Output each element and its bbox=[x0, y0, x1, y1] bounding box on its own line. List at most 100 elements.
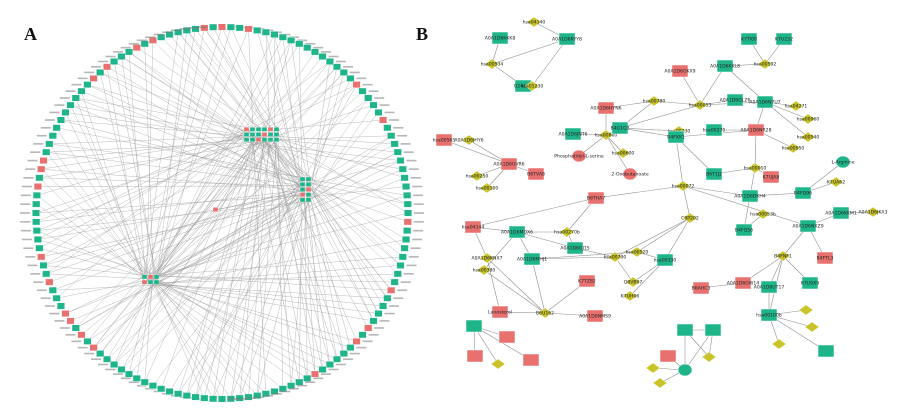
ring-node bbox=[403, 200, 424, 208]
network-edge bbox=[37, 193, 308, 240]
ring-node bbox=[33, 278, 54, 286]
network-edge bbox=[52, 194, 313, 291]
network-edge bbox=[49, 136, 247, 145]
ring-node bbox=[136, 382, 157, 390]
ring-node bbox=[396, 157, 417, 164]
node-label: hsa04144 bbox=[462, 225, 485, 231]
network-edge bbox=[299, 179, 401, 266]
ring-node-label-mark bbox=[321, 51, 331, 53]
ring-node-label-mark bbox=[21, 185, 32, 188]
network-edge bbox=[36, 230, 148, 277]
network-node-n64: B6AHC3 bbox=[692, 281, 710, 295]
ring-node bbox=[40, 294, 61, 302]
ring-node-label-mark bbox=[356, 77, 367, 80]
network-edge bbox=[306, 97, 369, 187]
ring-node-label-mark bbox=[153, 33, 164, 36]
network-edge bbox=[306, 186, 392, 291]
node-label: B6TVA8 bbox=[527, 172, 545, 178]
ring-node-label-mark bbox=[30, 151, 41, 153]
network-edge bbox=[121, 181, 302, 370]
ring-node bbox=[20, 200, 41, 208]
pathway-edge bbox=[749, 192, 804, 197]
network-node-n79 bbox=[498, 330, 516, 344]
network-edge bbox=[37, 185, 300, 187]
network-node-n49: hsa00053b bbox=[750, 208, 776, 220]
network-edge bbox=[212, 188, 305, 399]
network-node-n9: hsa00592 bbox=[754, 58, 776, 70]
network-edge bbox=[46, 152, 145, 276]
network-edge bbox=[152, 192, 301, 386]
ring-node-label-mark bbox=[228, 398, 238, 400]
ring-node-label-mark bbox=[98, 363, 109, 366]
pathway-edge bbox=[473, 325, 499, 365]
node-label: A0A1D6MDX6 bbox=[501, 230, 533, 236]
ring-node-label-mark bbox=[271, 392, 282, 395]
ring-node-label-mark bbox=[413, 229, 424, 232]
node-label: hsa00053 bbox=[689, 103, 712, 109]
pathway-edge bbox=[684, 329, 714, 371]
ring-node-label-mark bbox=[328, 55, 339, 58]
ring-node-label-mark bbox=[397, 134, 408, 137]
network-edge bbox=[221, 140, 265, 400]
network-edge bbox=[272, 136, 405, 179]
node-label: hsa00010 bbox=[744, 166, 767, 172]
node-label: K7UH06 bbox=[621, 294, 640, 300]
network-node-n73: Lanosterol bbox=[488, 305, 512, 319]
node-label: A0A1D6JKA3 bbox=[859, 210, 888, 216]
pathway-edge bbox=[682, 185, 691, 219]
panel-a-edges bbox=[35, 26, 409, 400]
network-edge bbox=[160, 135, 255, 389]
pathway-edge bbox=[483, 231, 518, 271]
ring-node bbox=[98, 58, 119, 65]
ring-node-label-mark bbox=[113, 373, 123, 375]
node-label: hsa00250 bbox=[466, 174, 489, 180]
network-edge bbox=[121, 56, 258, 141]
pathway-edge bbox=[486, 257, 501, 313]
network-edge bbox=[156, 283, 384, 307]
network-edge bbox=[106, 66, 145, 286]
ring-node bbox=[404, 209, 424, 217]
ring-node-label-mark bbox=[349, 352, 360, 355]
node-label: A0A1D6DKH4 bbox=[734, 194, 766, 200]
node-label: A0A1D6MHJ1 bbox=[517, 257, 547, 263]
network-edge bbox=[247, 78, 351, 131]
network-edge bbox=[309, 198, 351, 348]
network-node-n2: A0A1D6KYY8 bbox=[552, 32, 582, 46]
hub-cluster bbox=[141, 274, 160, 285]
network-edge bbox=[144, 43, 300, 284]
ring-node-label-mark bbox=[413, 194, 424, 197]
ring-node-label-mark bbox=[389, 305, 400, 307]
ring-node-label-mark bbox=[120, 377, 131, 380]
network-node-n40: hsa00010 bbox=[744, 162, 767, 174]
pathway-edge bbox=[595, 185, 684, 199]
ring-node-label-mark bbox=[379, 104, 390, 106]
ring-node-label-mark bbox=[263, 394, 274, 397]
network-edge bbox=[212, 27, 304, 201]
ring-node-label-mark bbox=[136, 384, 147, 387]
network-edge bbox=[144, 32, 179, 277]
ring-node bbox=[379, 302, 400, 310]
ring-node bbox=[49, 109, 70, 116]
node-label: A0A1D6GJ15 bbox=[560, 246, 589, 252]
ring-node-label-mark bbox=[406, 264, 417, 267]
network-edge bbox=[87, 84, 307, 189]
network-edge bbox=[169, 34, 258, 143]
network-edge bbox=[75, 198, 312, 329]
network-edge bbox=[263, 134, 338, 360]
hub-cluster bbox=[243, 127, 280, 142]
ring-node bbox=[364, 324, 385, 332]
ring-node-label-mark bbox=[374, 327, 385, 329]
network-edge bbox=[65, 200, 309, 314]
ring-node bbox=[398, 165, 419, 173]
network-node-n57: B4FTL3 bbox=[817, 251, 834, 265]
network-edge bbox=[43, 265, 146, 276]
node-label: B6T1J2 bbox=[706, 172, 722, 178]
node-label: hsa04271 bbox=[785, 104, 808, 110]
network-edge bbox=[113, 61, 311, 179]
ring-node-label-mark bbox=[393, 126, 404, 129]
network-edge bbox=[311, 135, 392, 198]
network-edge bbox=[274, 138, 292, 386]
node-label: A0A1D6N7U7 bbox=[749, 100, 780, 106]
ring-node-label-mark bbox=[105, 368, 116, 371]
